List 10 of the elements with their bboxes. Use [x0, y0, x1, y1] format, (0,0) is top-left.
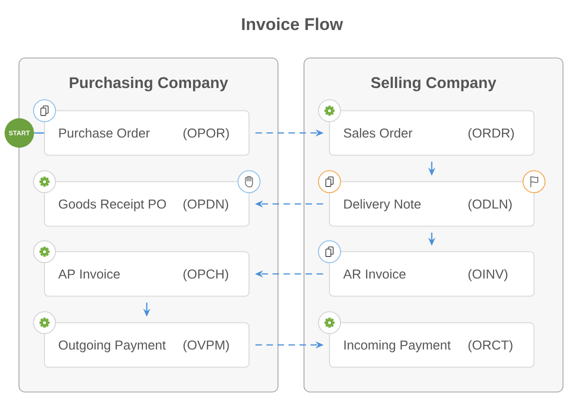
process-box: AP Invoice (OPCH) [44, 251, 250, 297]
process-box: Purchase Order (OPOR) [44, 110, 250, 156]
process-box: Sales Order (ORDR) [329, 110, 534, 156]
process-box: Outgoing Payment (OVPM) [44, 322, 250, 368]
process-box: Goods Receipt PO (OPDN) [44, 181, 250, 227]
process-box: AR Invoice (OINV) [329, 251, 534, 297]
connector-line [34, 132, 44, 134]
process-box: Incoming Payment (ORCT) [329, 322, 534, 368]
title: Invoice Flow [242, 18, 344, 30]
process-box: Delivery Note (ODLN) [329, 181, 534, 227]
